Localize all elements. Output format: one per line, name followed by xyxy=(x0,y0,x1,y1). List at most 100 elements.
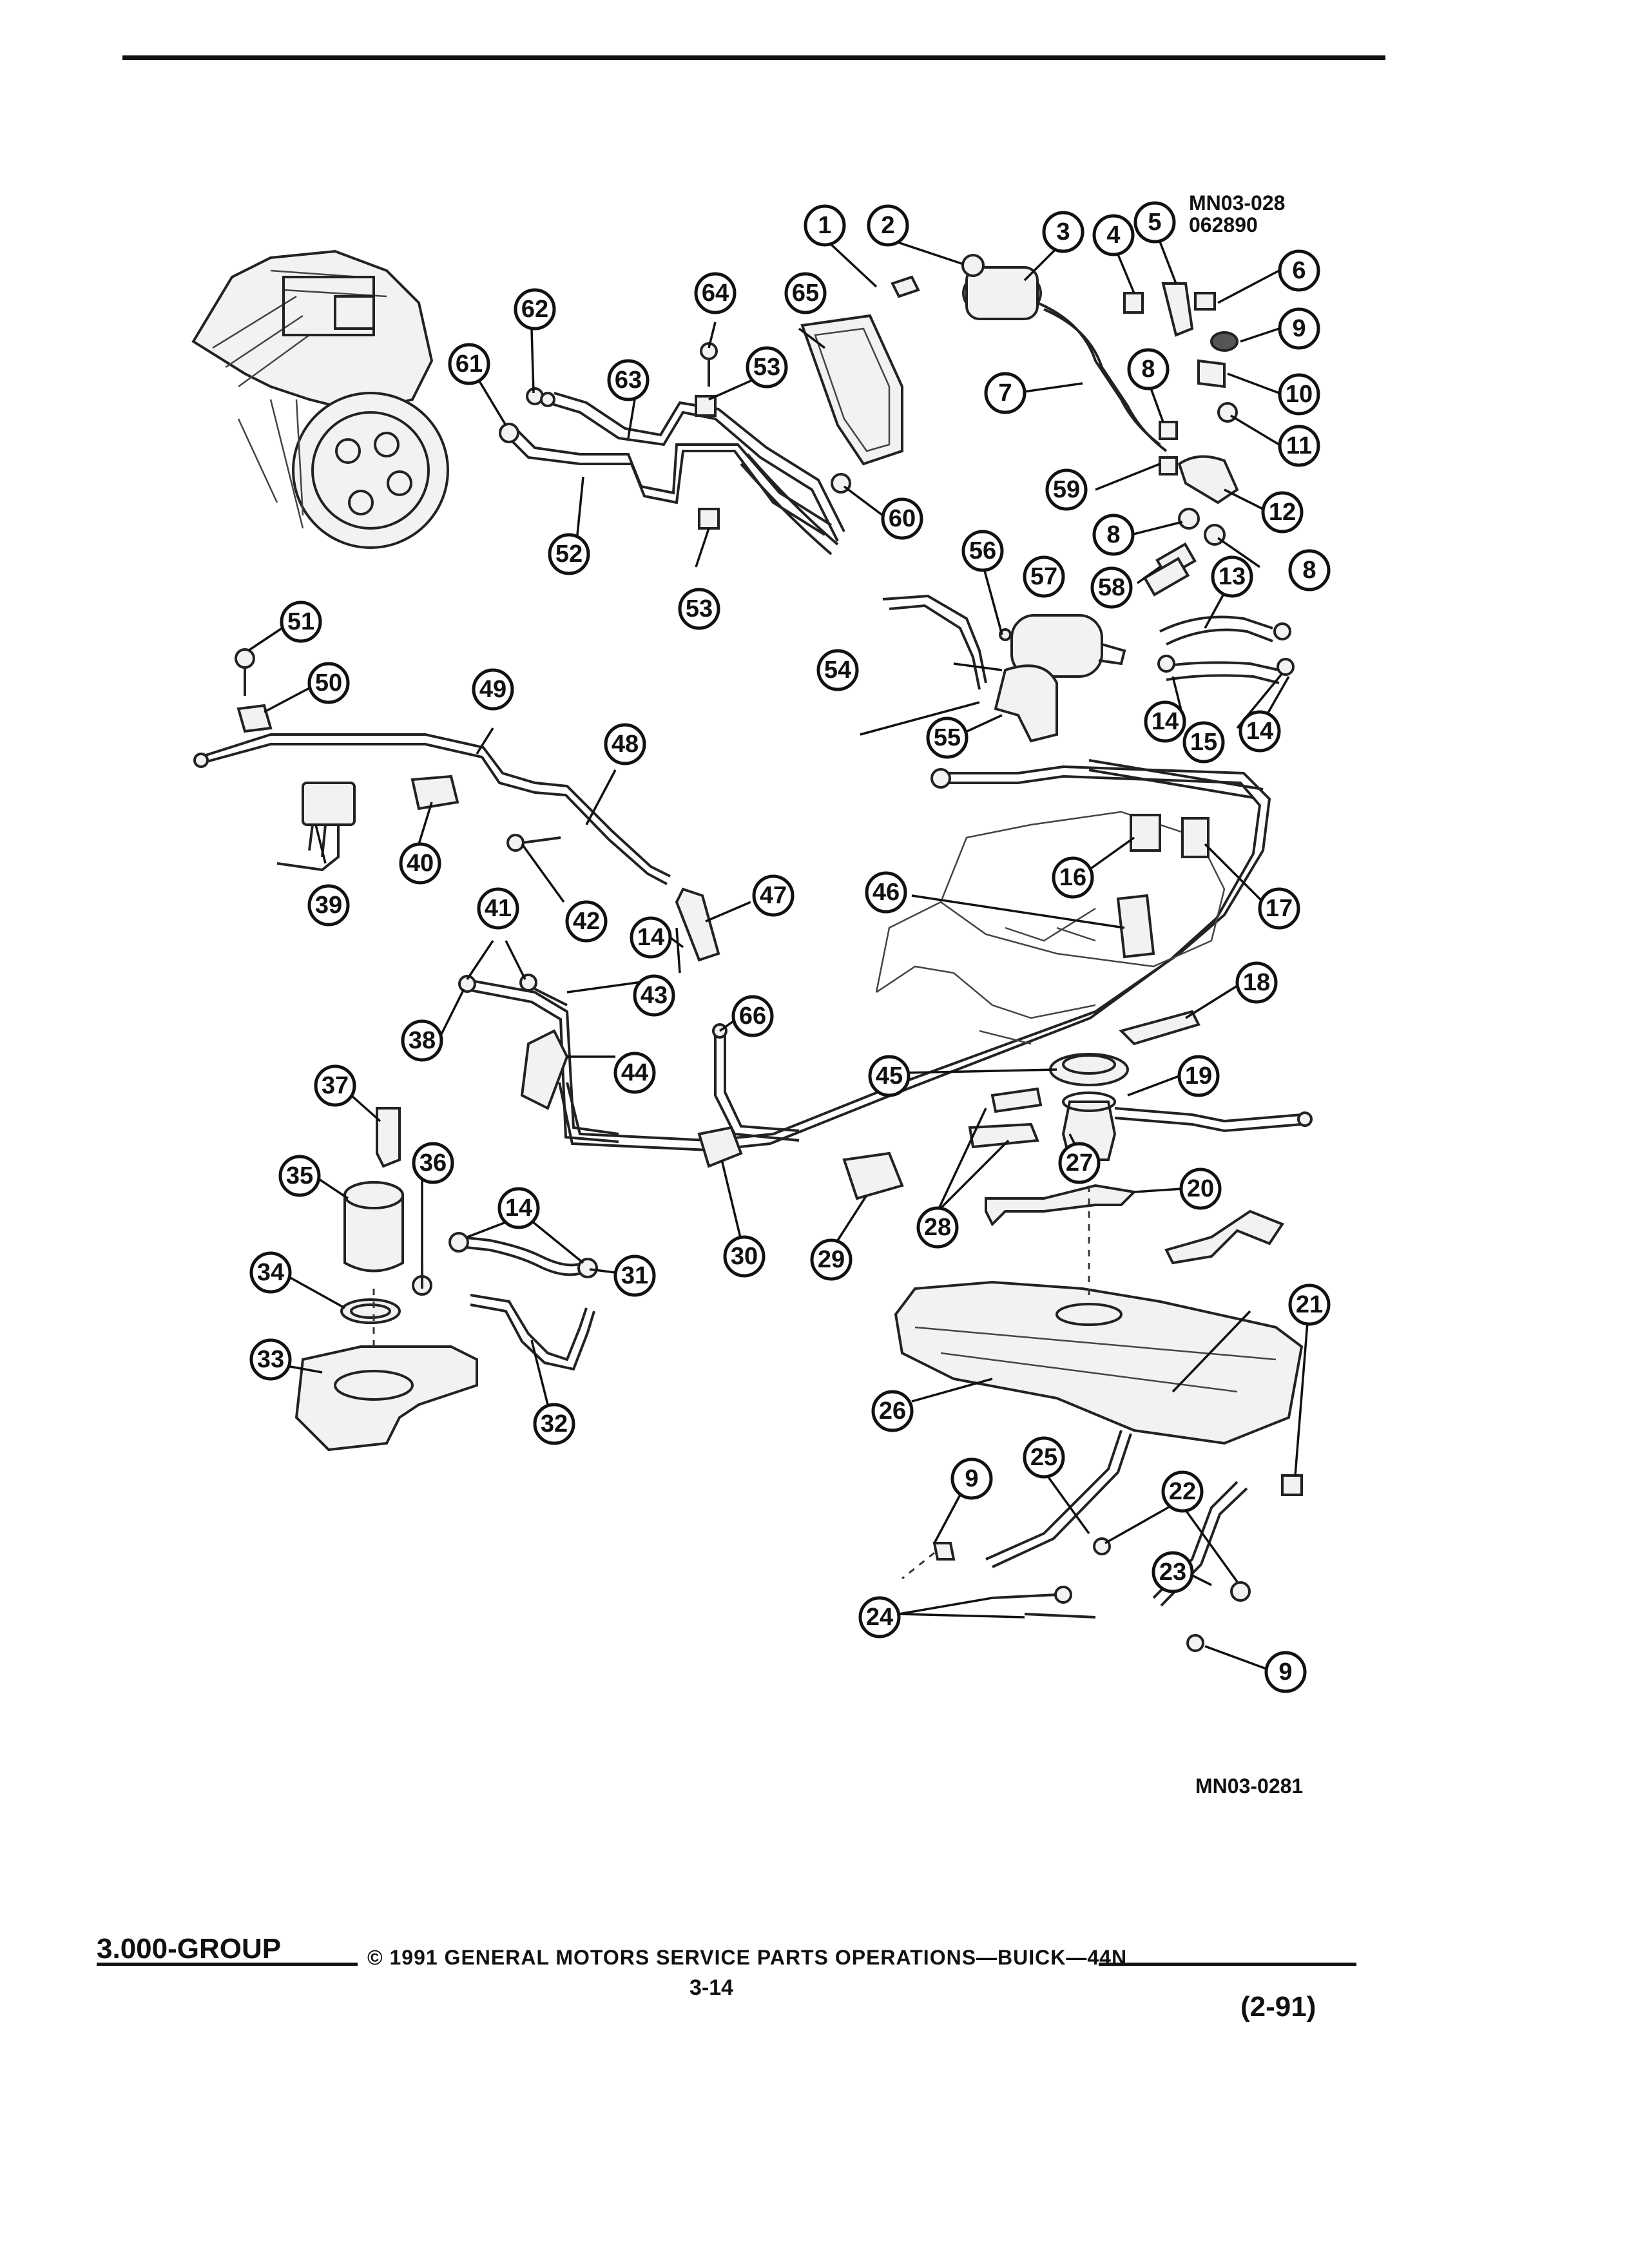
callout-54: 54 xyxy=(816,649,859,691)
svg-text:18: 18 xyxy=(1243,969,1270,996)
svg-text:27: 27 xyxy=(1066,1149,1093,1177)
callout-38: 38 xyxy=(401,1019,443,1062)
small-brackets xyxy=(697,1010,1200,1200)
svg-text:4: 4 xyxy=(1106,222,1120,249)
callout-65: 65 xyxy=(784,272,827,314)
fuel-system-exploded-diagram: 1 2 3 4 5 6 7 8 9 10 11 12 8 8 59 58 13 … xyxy=(191,201,1331,1798)
callout-31: 31 xyxy=(613,1254,656,1297)
svg-text:22: 22 xyxy=(1169,1478,1196,1505)
svg-text:40: 40 xyxy=(407,850,434,877)
callout-47: 47 xyxy=(752,874,795,917)
svg-text:57: 57 xyxy=(1030,563,1057,590)
callout-19: 19 xyxy=(1177,1055,1220,1097)
svg-text:53: 53 xyxy=(686,595,713,622)
callout-16: 16 xyxy=(1052,856,1094,899)
callout-10: 10 xyxy=(1278,373,1320,416)
svg-text:53: 53 xyxy=(753,354,780,381)
svg-text:12: 12 xyxy=(1269,499,1296,526)
svg-text:3: 3 xyxy=(1056,218,1070,245)
underbody-outline xyxy=(875,811,1226,1045)
callout-28: 28 xyxy=(916,1206,959,1249)
svg-text:43: 43 xyxy=(641,982,668,1009)
page-number: 3-14 xyxy=(689,1975,734,2000)
engine-illustration xyxy=(191,249,449,549)
svg-text:51: 51 xyxy=(287,608,314,635)
callout-4: 4 xyxy=(1092,214,1135,256)
svg-text:42: 42 xyxy=(573,908,600,935)
sending-unit xyxy=(294,1107,478,1452)
engine-fuel-lines xyxy=(499,342,845,555)
svg-text:8: 8 xyxy=(1106,521,1120,548)
callout-9b: 9 xyxy=(950,1457,993,1500)
svg-text:32: 32 xyxy=(541,1410,568,1437)
callout-66: 66 xyxy=(731,995,774,1037)
svg-text:60: 60 xyxy=(889,505,916,532)
callout-14a: 14 xyxy=(1144,700,1186,743)
callout-9: 9 xyxy=(1278,307,1320,350)
svg-text:25: 25 xyxy=(1030,1444,1057,1471)
svg-text:9: 9 xyxy=(1278,1658,1292,1686)
svg-text:54: 54 xyxy=(824,657,851,684)
footer-right-rule xyxy=(1099,1963,1356,1966)
callout-39: 39 xyxy=(307,884,350,927)
svg-text:49: 49 xyxy=(479,676,506,703)
svg-text:14: 14 xyxy=(1246,718,1273,745)
callout-64: 64 xyxy=(694,272,737,314)
callout-11: 11 xyxy=(1278,425,1320,467)
svg-text:31: 31 xyxy=(621,1262,648,1289)
svg-text:45: 45 xyxy=(876,1062,903,1090)
svg-text:37: 37 xyxy=(322,1072,349,1099)
header-code-line2: 062890 xyxy=(1189,213,1258,236)
svg-text:62: 62 xyxy=(521,296,548,323)
callout-57: 57 xyxy=(1023,555,1065,598)
svg-text:6: 6 xyxy=(1292,257,1306,284)
svg-text:44: 44 xyxy=(621,1059,648,1086)
fuel-line-clips xyxy=(1116,814,1210,959)
callout-33: 33 xyxy=(249,1338,292,1381)
svg-text:9: 9 xyxy=(1292,315,1306,342)
svg-text:23: 23 xyxy=(1159,1559,1186,1586)
svg-text:39: 39 xyxy=(315,892,342,919)
callout-53b: 53 xyxy=(678,588,720,630)
front-fuel-lines xyxy=(193,733,720,1143)
svg-text:34: 34 xyxy=(257,1259,284,1286)
svg-text:33: 33 xyxy=(257,1346,284,1373)
fuel-tank-assembly xyxy=(894,1053,1313,1445)
callout-53a: 53 xyxy=(746,346,788,389)
callout-22: 22 xyxy=(1161,1470,1204,1513)
svg-text:14: 14 xyxy=(637,924,664,951)
svg-text:56: 56 xyxy=(969,537,996,564)
chassis-fuel-lines xyxy=(558,759,1271,1152)
top-rule xyxy=(122,55,1385,60)
callout-23: 23 xyxy=(1152,1551,1194,1593)
callout-8: 8 xyxy=(1127,348,1170,390)
svg-text:10: 10 xyxy=(1286,381,1313,408)
callout-9c: 9 xyxy=(1264,1651,1307,1693)
svg-text:58: 58 xyxy=(1098,574,1125,601)
callout-55: 55 xyxy=(926,716,969,759)
svg-text:7: 7 xyxy=(998,380,1012,407)
svg-text:61: 61 xyxy=(456,351,483,378)
callout-15: 15 xyxy=(1182,721,1225,764)
callout-20: 20 xyxy=(1179,1168,1222,1210)
svg-text:55: 55 xyxy=(934,724,961,751)
svg-text:1: 1 xyxy=(818,212,831,239)
footer-group-rule xyxy=(97,1963,358,1966)
callout-24: 24 xyxy=(858,1596,901,1639)
callout-30: 30 xyxy=(723,1235,766,1278)
svg-text:48: 48 xyxy=(612,731,639,758)
svg-text:20: 20 xyxy=(1187,1175,1214,1202)
callout-8c: 8 xyxy=(1288,549,1331,591)
svg-text:11: 11 xyxy=(1286,432,1312,459)
callout-36: 36 xyxy=(412,1142,454,1184)
svg-text:29: 29 xyxy=(818,1246,845,1273)
callout-3: 3 xyxy=(1042,211,1084,253)
callout-48: 48 xyxy=(604,723,646,765)
svg-text:16: 16 xyxy=(1059,864,1086,891)
callout-26: 26 xyxy=(871,1390,914,1432)
svg-text:30: 30 xyxy=(731,1243,758,1270)
svg-text:13: 13 xyxy=(1219,563,1246,590)
callout-13: 13 xyxy=(1211,555,1253,598)
svg-text:66: 66 xyxy=(739,1003,766,1030)
svg-text:26: 26 xyxy=(879,1398,906,1425)
